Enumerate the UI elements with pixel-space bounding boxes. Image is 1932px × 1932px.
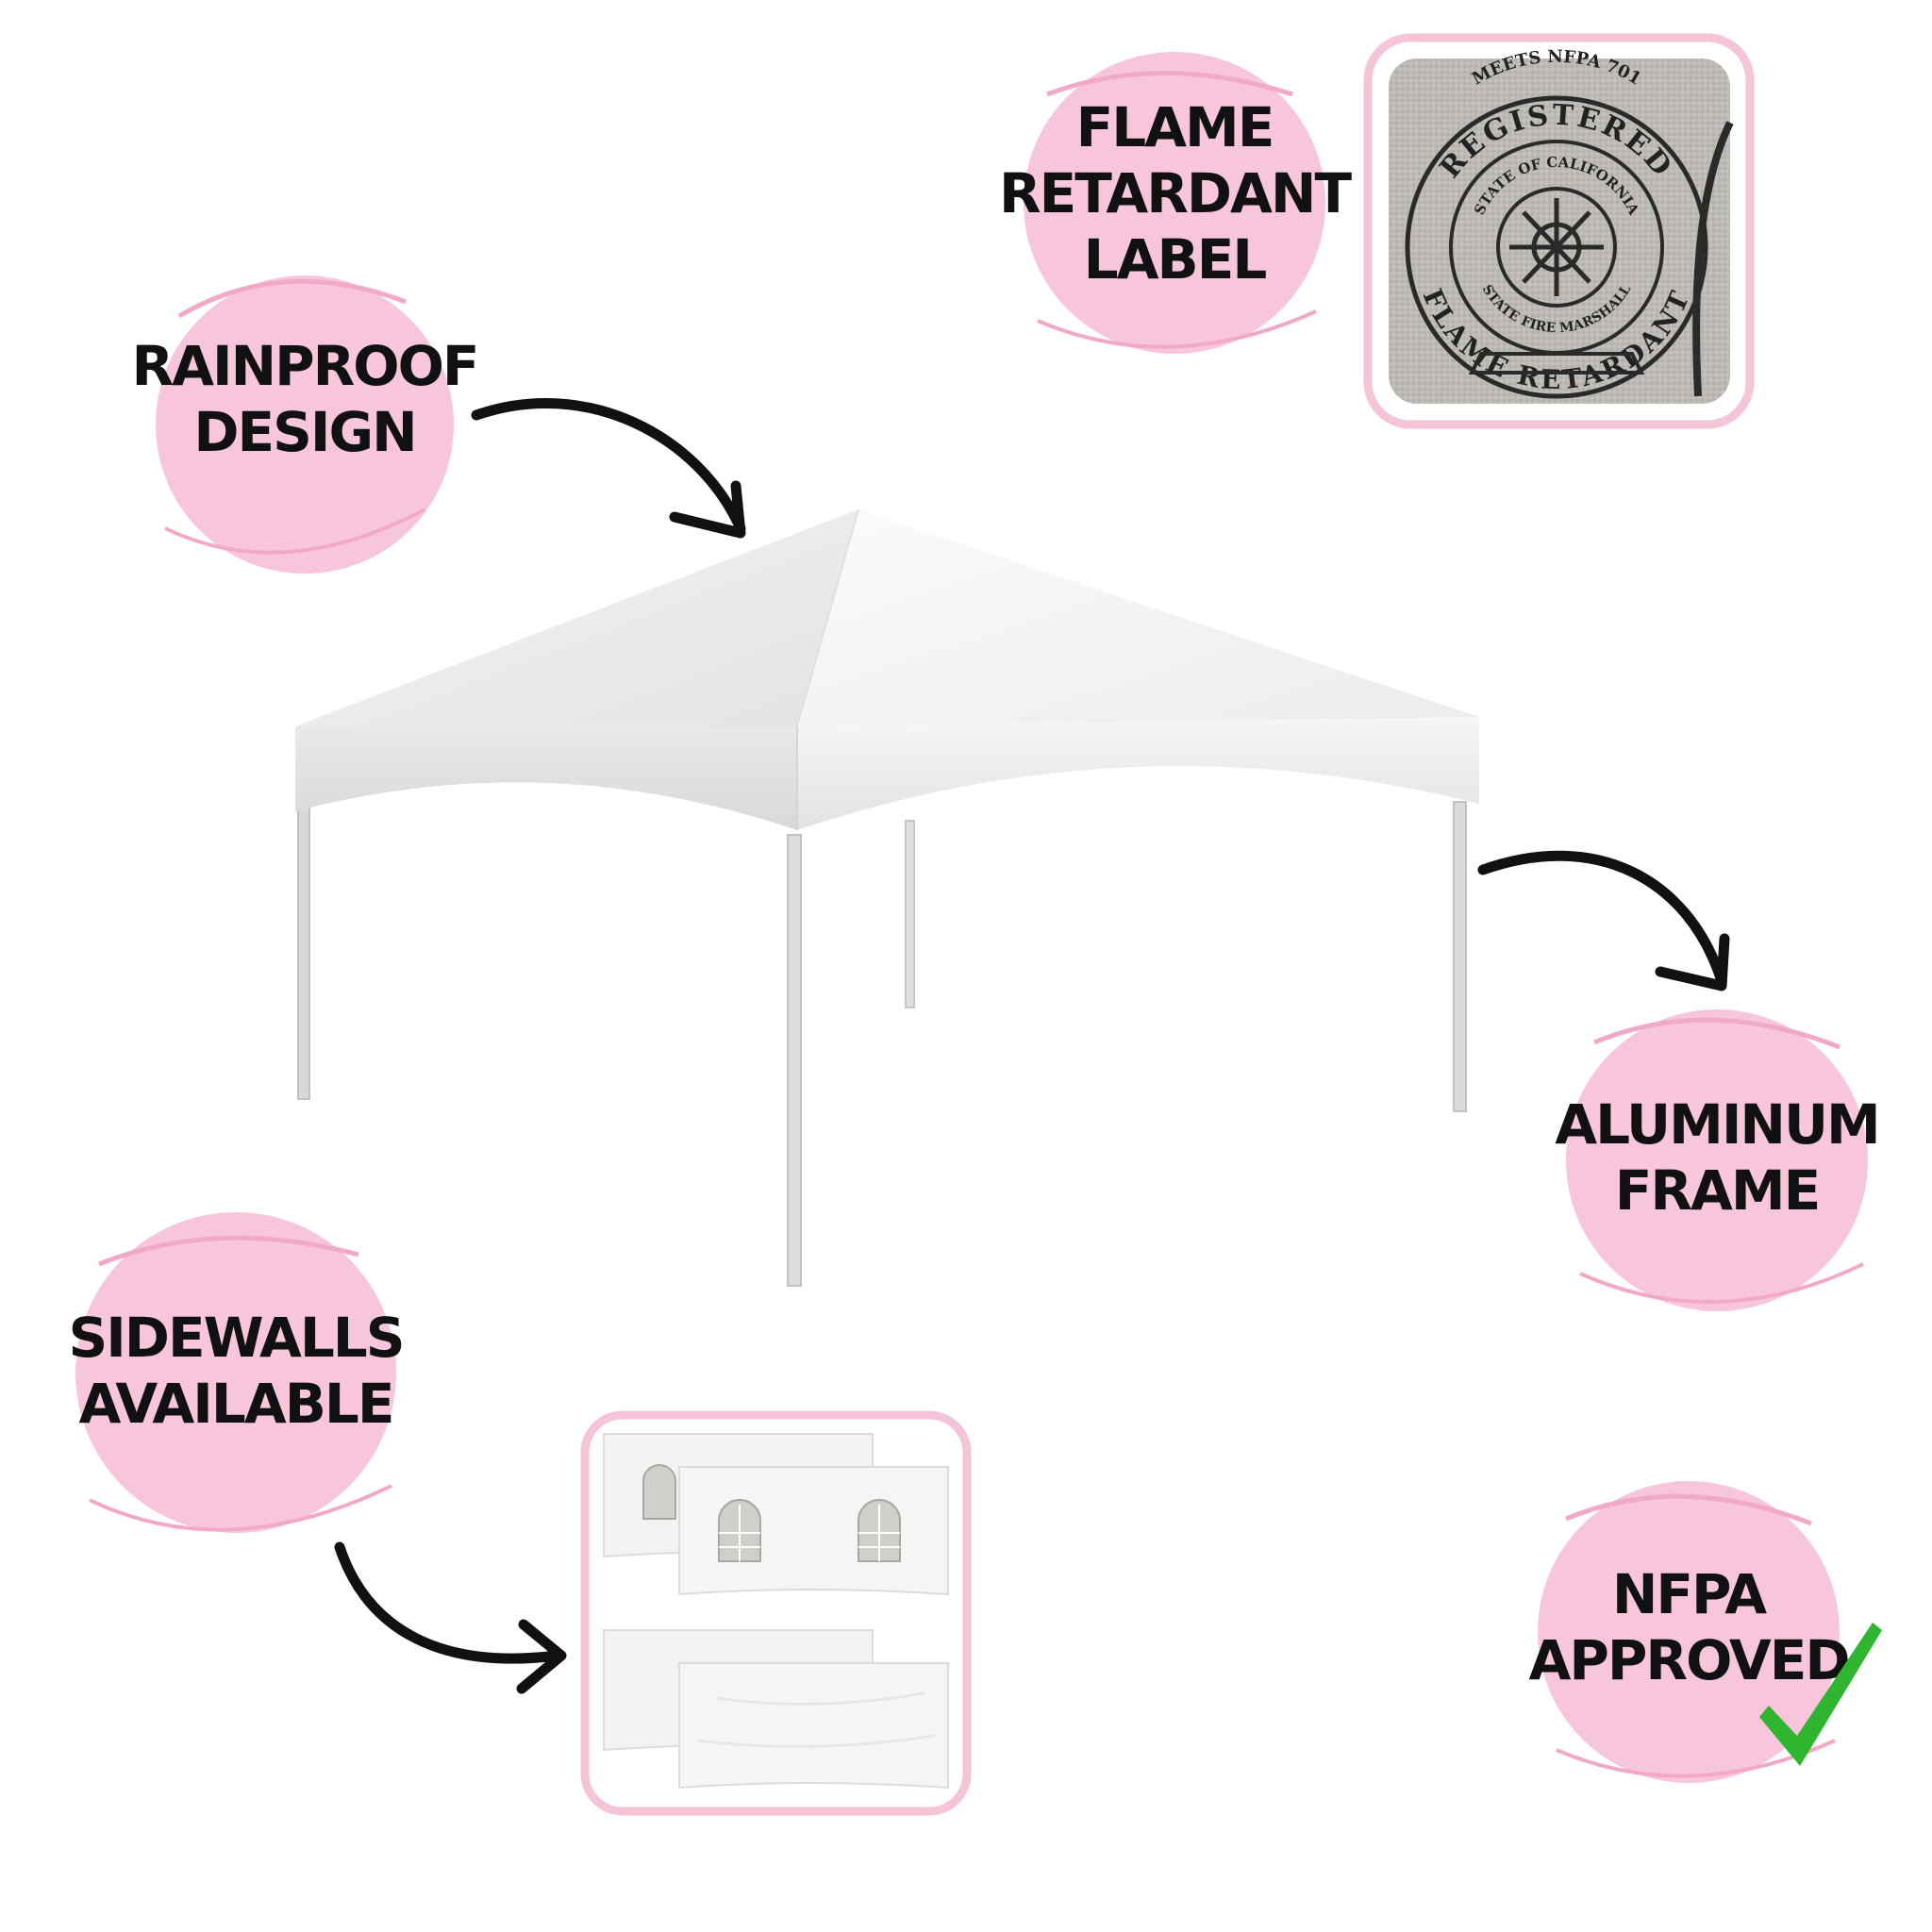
badge-sidewalls-available: SIDEWALLS AVAILABLE [68, 1212, 406, 1533]
tent-roof-right [797, 509, 1479, 726]
tent-legs [297, 801, 1467, 1287]
badge-nfpa-line1: NFPA [1612, 1562, 1767, 1626]
badge-aluminum-frame: ALUMINUM FRAME [1555, 1009, 1881, 1311]
tent-roof-left [295, 509, 858, 726]
arrow-tent-to-aluminum [1477, 850, 1730, 991]
badge-nfpa-approved: NFPA APPROVED [1529, 1481, 1882, 1783]
arrow-rainproof-to-tent [471, 398, 746, 539]
badge-rainproof-design: RAINPROOF DESIGN [131, 275, 480, 574]
badge-rainproof-line2: DESIGN [193, 400, 415, 464]
curved-arrow-icon [334, 1541, 562, 1664]
arrow-sidewalls-to-panels [334, 1541, 567, 1694]
badge-flame-line3: LABEL [1084, 227, 1267, 291]
curved-arrow-icon [1477, 850, 1727, 987]
flame-retardant-seal-photo: MEETS NFPA 701 REGISTERED STATE OF CALIF… [1363, 33, 1755, 429]
badge-sidewalls-line1: SIDEWALLS [68, 1306, 403, 1370]
tent-valance-right [797, 717, 1479, 830]
check-icon [1759, 1623, 1882, 1766]
sidewall-panels-photo [580, 1410, 972, 1816]
badge-flame-line2: RETARDANT [999, 161, 1352, 225]
badge-aluminum-line2: FRAME [1615, 1158, 1820, 1223]
badge-aluminum-line1: ALUMINUM [1555, 1092, 1879, 1157]
canopy-tent-image [295, 508, 1479, 1287]
badge-flame-line1: FLAME [1076, 95, 1274, 159]
curved-arrow-icon [471, 398, 746, 534]
badge-rainproof-line1: RAINPROOF [131, 334, 477, 398]
tent-valance-left [295, 726, 797, 830]
badge-flame-retardant-label: FLAME RETARDANT LABEL [999, 52, 1354, 354]
sidewall-solid-panels [603, 1629, 949, 1790]
sidewall-window-panels [603, 1433, 949, 1596]
badge-sidewalls-line2: AVAILABLE [78, 1372, 392, 1436]
seal-emblem [1509, 198, 1604, 296]
badge-nfpa-line2: APPROVED [1529, 1628, 1849, 1692]
